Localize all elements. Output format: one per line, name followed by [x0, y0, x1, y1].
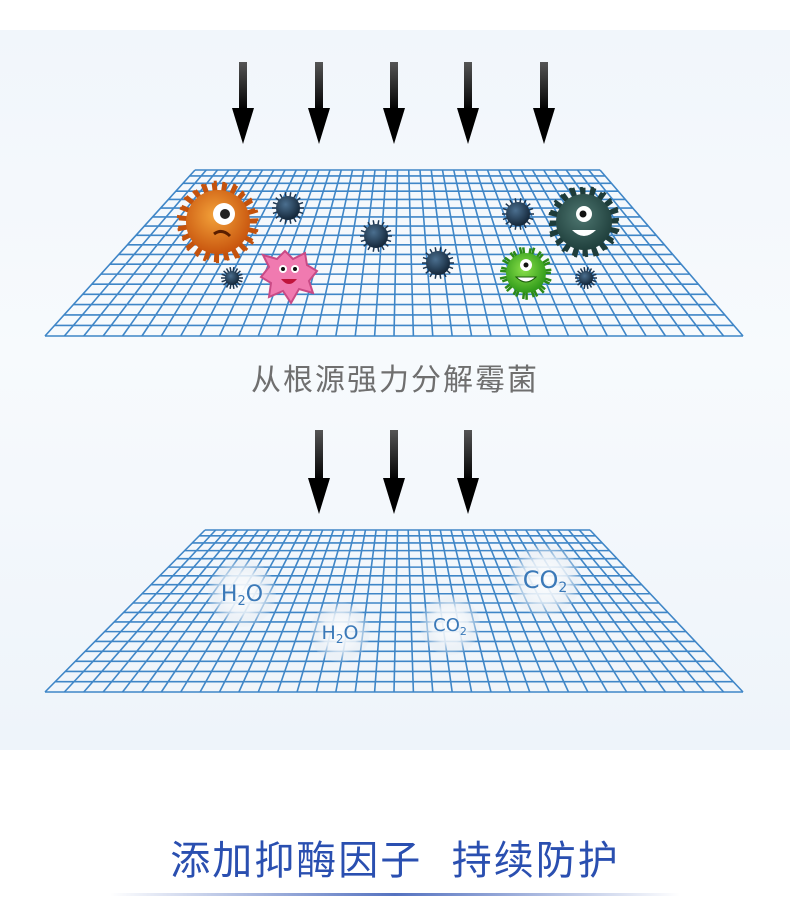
spore-icon: [272, 192, 304, 224]
top-arrows: [232, 62, 555, 144]
molecule-bubbles: H2O H2O CO2 CO2: [208, 544, 581, 662]
arrow-down-icon: [232, 62, 254, 144]
mold-germ-icon: [176, 180, 259, 264]
arrow-down-icon: [308, 430, 330, 514]
middle-arrows: [308, 430, 479, 514]
mold-germ-icon: [499, 247, 552, 300]
arrow-down-icon: [533, 62, 555, 144]
molecule-bubble-icon: CO2: [420, 595, 480, 655]
middle-caption: 从根源强力分解霉菌: [251, 363, 539, 398]
arrow-down-icon: [383, 62, 405, 144]
mold-germ-icon: [548, 186, 620, 258]
spore-icon: [502, 198, 534, 230]
arrow-down-icon: [457, 62, 479, 144]
filter-grid-top: [44, 169, 744, 337]
molecule-bubble-icon: H2O: [208, 559, 276, 627]
molecule-bubble-icon: CO2: [509, 544, 581, 616]
filter-grid-bottom: [44, 529, 744, 693]
molecule-label: H2O: [221, 582, 263, 609]
arrow-down-icon: [383, 430, 405, 514]
arrow-down-icon: [457, 430, 479, 514]
spore-icon: [422, 247, 454, 279]
molecule-label: H2O: [322, 622, 359, 646]
spore-icon: [575, 267, 597, 289]
molecule-label: CO2: [523, 566, 568, 596]
molecule-label: CO2: [433, 615, 467, 638]
title-underline: [110, 893, 680, 896]
molecule-bubble-icon: H2O: [310, 602, 370, 662]
mold-germs: [176, 180, 620, 305]
spore-icon: [221, 267, 243, 289]
arrow-down-icon: [308, 62, 330, 144]
mold-germ-icon: [259, 249, 319, 305]
spore-icon: [360, 220, 392, 252]
bottom-title: 添加抑酶因子 持续防护: [170, 838, 620, 884]
